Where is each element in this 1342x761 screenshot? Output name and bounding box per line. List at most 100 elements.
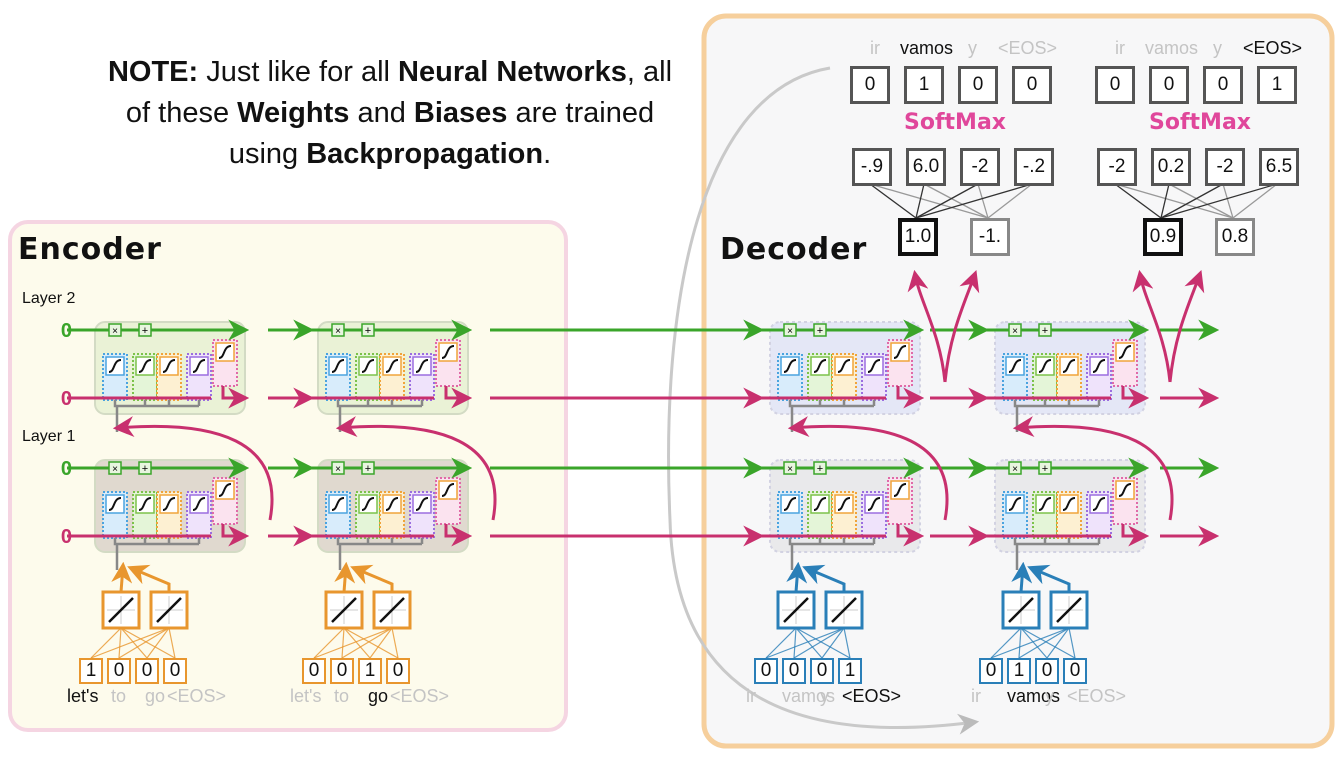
sigmoid-curve bbox=[385, 359, 399, 373]
output-token: <EOS> bbox=[998, 38, 1058, 58]
output-token: ir bbox=[1115, 38, 1125, 58]
sigmoid-curve bbox=[361, 359, 375, 373]
embedding-output-arrow bbox=[111, 561, 133, 593]
sigmoid-curve bbox=[415, 497, 429, 511]
lstm-unit: ×+ bbox=[967, 319, 1150, 432]
embedding-weight-line bbox=[1018, 627, 1022, 659]
logit-cell: 6.0 bbox=[906, 148, 946, 186]
softmax-output-cell: 1 bbox=[904, 66, 944, 104]
input-token: y bbox=[820, 686, 829, 706]
sigmoid-curve bbox=[813, 359, 827, 373]
output-token-active: <EOS> bbox=[1243, 38, 1303, 58]
input-token-active: <EOS> bbox=[842, 686, 902, 706]
sigmoid-curve bbox=[108, 497, 122, 511]
input-vector-cell: 0 bbox=[810, 658, 834, 684]
fc-output-cell: 0.9 bbox=[1143, 218, 1183, 256]
identity-activation-icon bbox=[379, 597, 405, 623]
layer1-to-layer2-arrow bbox=[335, 416, 497, 521]
softmax-output-cell: 0 bbox=[1149, 66, 1189, 104]
input-vector-cell: 0 bbox=[1035, 658, 1059, 684]
input-token: y bbox=[1045, 686, 1054, 706]
add-symbol: + bbox=[1042, 325, 1048, 337]
fc-weight-line bbox=[915, 183, 979, 219]
embedding-weight-line bbox=[793, 627, 797, 659]
tanh-curve bbox=[893, 345, 907, 359]
note-segment: and bbox=[349, 97, 414, 129]
logit-cell: 6.5 bbox=[1259, 148, 1299, 186]
embedding-weight-line bbox=[1018, 627, 1070, 659]
short-term-output bbox=[221, 524, 250, 547]
input-vector-cell: 0 bbox=[979, 658, 1003, 684]
logit-cell: -2 bbox=[960, 148, 1000, 186]
layer1-to-layer2-arrow bbox=[1012, 416, 1174, 521]
sigmoid-curve bbox=[1038, 359, 1052, 373]
embedding-weight-line bbox=[118, 627, 170, 659]
fc-weight-line bbox=[1160, 183, 1170, 219]
multiply-op-icon bbox=[331, 323, 345, 337]
input-bus bbox=[1013, 400, 1101, 432]
add-op-icon bbox=[138, 323, 152, 337]
input-vector-cell: 0 bbox=[302, 658, 326, 684]
sigmoid-curve bbox=[361, 497, 375, 511]
input-token: <EOS> bbox=[167, 686, 227, 706]
fc-weight-line bbox=[987, 183, 1033, 219]
softmax-output-cell: 0 bbox=[1012, 66, 1052, 104]
input-token: to bbox=[111, 686, 127, 706]
identity-activation-icon bbox=[108, 597, 134, 623]
softmax-label: SoftMax bbox=[1149, 110, 1251, 135]
fc-weight-line bbox=[869, 183, 917, 219]
output-token: ir bbox=[870, 38, 880, 58]
add-symbol: + bbox=[142, 463, 148, 475]
add-symbol: + bbox=[817, 463, 823, 475]
multiply-op-icon bbox=[108, 323, 122, 337]
fc-output-cell: 1.0 bbox=[898, 218, 938, 256]
sigmoid-curve bbox=[138, 497, 152, 511]
softmax-output-cell: 0 bbox=[958, 66, 998, 104]
sigmoid-curve bbox=[783, 497, 797, 511]
sigmoid-curve bbox=[1008, 359, 1022, 373]
embedding-weight-line bbox=[795, 627, 823, 659]
input-token: <EOS> bbox=[1067, 686, 1127, 706]
sigmoid-curve bbox=[837, 497, 851, 511]
input-vector-cell: 0 bbox=[330, 658, 354, 684]
input-bus bbox=[336, 538, 424, 570]
add-symbol: + bbox=[365, 325, 371, 337]
note-text: NOTE: Just like for all Neural Networks,… bbox=[100, 52, 680, 175]
multiply-symbol: × bbox=[335, 326, 341, 337]
add-op-icon bbox=[361, 461, 375, 475]
tanh-curve bbox=[441, 345, 455, 359]
logit-cell: -.2 bbox=[1014, 148, 1054, 186]
input-vector-cell: 0 bbox=[135, 658, 159, 684]
multiply-symbol: × bbox=[1012, 464, 1018, 475]
fc-weight-line bbox=[1222, 183, 1234, 219]
multiply-op-icon bbox=[1008, 323, 1022, 337]
add-op-icon bbox=[813, 323, 827, 337]
add-op-icon bbox=[361, 323, 375, 337]
identity-activation-icon bbox=[1056, 597, 1082, 623]
embedding-weight-line bbox=[341, 627, 345, 659]
sigmoid-curve bbox=[1008, 497, 1022, 511]
input-vector-cell: 0 bbox=[386, 658, 410, 684]
fc-weight-line bbox=[1160, 183, 1278, 219]
embedding-weight-line bbox=[1020, 627, 1048, 659]
tanh-curve bbox=[893, 483, 907, 497]
embedding-weight-line bbox=[1046, 627, 1070, 659]
output-token: y bbox=[968, 38, 977, 58]
input-bus bbox=[336, 400, 424, 432]
softmax-output-cell: 1 bbox=[1257, 66, 1297, 104]
embedding-weight-line bbox=[341, 627, 393, 659]
identity-activation-icon bbox=[1008, 597, 1034, 623]
multiply-op-icon bbox=[783, 323, 797, 337]
embedding-output-arrow bbox=[802, 564, 846, 592]
embedding-weight-line bbox=[90, 627, 122, 659]
note-emphasis: Weights bbox=[237, 97, 350, 129]
encoder-panel bbox=[8, 220, 568, 732]
tanh-curve bbox=[1118, 483, 1132, 497]
output-to-fc-arrow bbox=[907, 269, 947, 383]
initial-long-term-value: 0 bbox=[61, 320, 72, 342]
output-token: vamos bbox=[1145, 38, 1199, 58]
sigmoid-curve bbox=[415, 359, 429, 373]
output-token-active: vamos bbox=[900, 38, 954, 58]
sigmoid-curve bbox=[385, 497, 399, 511]
fc-weight-line bbox=[915, 183, 1033, 219]
